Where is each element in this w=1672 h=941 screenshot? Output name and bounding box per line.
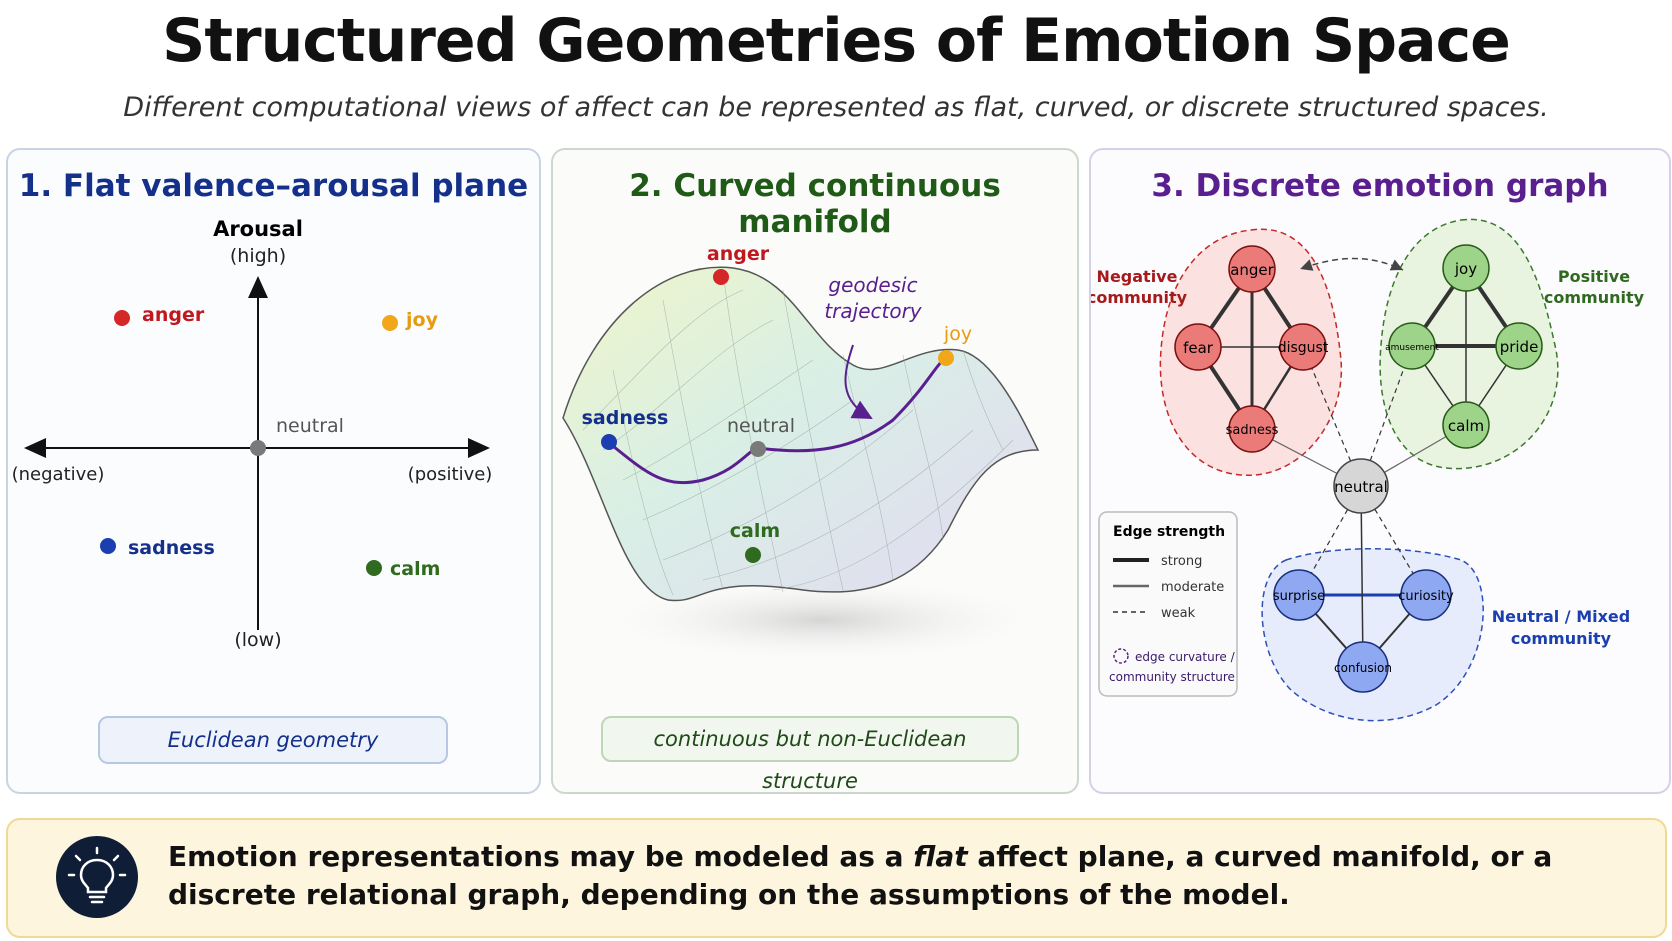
manifold-diagram: geodesic trajectory anger joy sadness ne… [562,243,1063,665]
manifold-surface [562,266,1040,602]
surface-mesh [582,271,1014,596]
flat-plane-diagram: Arousal (high) (low) (negative) (positiv… [12,217,493,651]
point-joy [382,315,398,331]
arousal-high-label: (high) [230,245,286,267]
panel-curved-manifold: 2. Curved continuous manifold [551,148,1079,794]
svg-text:fear: fear [1183,339,1214,357]
geodesic-label-2: trajectory [824,299,922,323]
caption-euclidean: Euclidean geometry [98,716,448,764]
node-sadness: sadness [1226,405,1279,453]
geodesic-label-1: geodesic [828,273,917,297]
node-neutral: neutral [1333,458,1389,514]
label-joy: joy [405,309,439,331]
node-anger: anger [1228,245,1276,293]
legend-title: Edge strength [1113,524,1225,540]
svg-text:anger: anger [1230,261,1274,279]
svg-text:pride: pride [1500,338,1539,356]
legend-moderate: moderate [1161,580,1224,595]
point-neutral [250,440,266,456]
node-joy: joy [1442,244,1490,292]
svg-text:sadness: sadness [1226,423,1279,438]
neutral-community-label-1: Neutral / Mixed [1492,607,1630,626]
node-curiosity: curiosity [1398,569,1454,621]
svg-text:disgust: disgust [1278,340,1329,356]
svg-text:curiosity: curiosity [1398,589,1454,604]
panel-discrete-graph: 3. Discrete emotion graph [1089,148,1671,794]
legend-curvature-2: community structure [1109,670,1235,684]
emotion-graph-diagram: anger fear disgust sadness joy amusement… [1091,218,1645,722]
point-neutral [750,441,766,457]
point-calm [366,560,382,576]
label-sadness: sadness [582,407,669,429]
panel-2-title: 2. Curved continuous manifold [629,168,1001,240]
panel-3-title: 3. Discrete emotion graph [1151,168,1609,204]
svg-text:amusement: amusement [1385,343,1439,353]
geodesic-arrow [844,344,873,419]
label-anger: anger [707,243,770,265]
caption-non-euclidean: continuous but non-Euclidean structure [601,716,1019,792]
point-anger [713,269,729,285]
label-calm: calm [390,558,440,580]
node-surprise: surprise [1273,569,1325,621]
node-calm: calm [1442,401,1490,449]
svg-text:neutral: neutral [1334,478,1388,496]
point-anger [114,310,130,326]
valence-positive-label: (positive) [408,464,493,485]
point-joy [938,350,954,366]
node-fear: fear [1174,323,1222,371]
svg-text:joy: joy [1454,260,1477,278]
positive-community-label-2: community [1544,288,1645,307]
arousal-low-label: (low) [234,629,281,651]
svg-text:surprise: surprise [1273,589,1325,604]
point-sadness [601,434,617,450]
node-amusement: amusement [1385,322,1439,370]
lightbulb-icon [56,836,138,918]
surface-shadow [583,575,1063,665]
label-sadness: sadness [128,537,215,559]
arousal-label: Arousal [213,217,303,241]
label-anger: anger [142,304,205,326]
panel-flat-plane: 1. Flat valence–arousal plane Arousal (h… [6,148,541,794]
page-title: Structured Geometries of Emotion Space [162,6,1511,76]
edge-strength-legend: Edge strength strong moderate weak edge … [1098,511,1238,697]
label-neutral: neutral [276,415,344,437]
summary-text: Emotion representations may be modeled a… [168,840,1553,911]
svg-text:confusion: confusion [1334,661,1392,675]
positive-community-region [1379,218,1559,470]
node-pride: pride [1495,322,1543,370]
panel-1-title: 1. Flat valence–arousal plane [18,168,529,204]
negative-community-label-1: Negative [1097,267,1178,286]
point-calm [745,547,761,563]
node-disgust: disgust [1278,323,1329,371]
legend-weak: weak [1161,606,1196,621]
label-joy: joy [943,323,972,345]
legend-strong: strong [1161,554,1202,569]
negative-community-label-2: community [1091,288,1188,307]
positive-community-label-1: Positive [1558,267,1630,286]
svg-text:calm: calm [1448,417,1484,435]
point-sadness [100,538,116,554]
summary-banner: Emotion representations may be modeled a… [6,818,1667,938]
neutral-community-label-2: community [1511,629,1612,648]
legend-curvature-1: edge curvature / [1135,650,1236,664]
label-neutral: neutral [727,415,795,437]
label-calm: calm [730,520,780,542]
page-subtitle: Different computational views of affect … [123,92,1549,123]
valence-negative-label: (negative) [12,464,105,485]
node-confusion: confusion [1334,641,1392,693]
